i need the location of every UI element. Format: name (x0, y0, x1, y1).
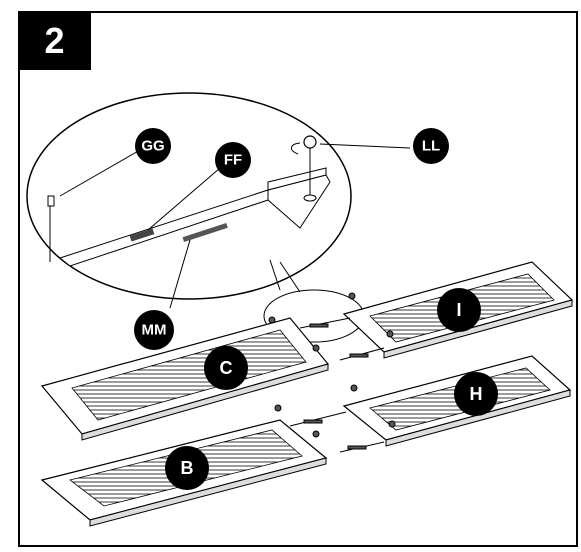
callout-c: C (204, 346, 248, 390)
callout-ll: LL (413, 128, 449, 164)
callout-ll-label: LL (422, 138, 440, 155)
callout-gg: GG (135, 128, 171, 164)
callout-c-label: C (220, 358, 233, 378)
dowel-ff (129, 228, 155, 242)
callout-h-label: H (470, 384, 483, 404)
connecting-hardware (268, 292, 396, 453)
callout-mm: MM (134, 310, 174, 350)
detail-magnifier (26, 92, 411, 343)
callout-gg-label: GG (141, 138, 164, 155)
callout-ff-label: FF (224, 152, 242, 169)
step-number-badge: 2 (18, 11, 91, 70)
callout-b: B (165, 446, 209, 490)
instruction-frame (18, 11, 578, 547)
cam-lock-ll (303, 135, 317, 149)
callout-h: H (454, 372, 498, 416)
panel-c (40, 317, 330, 441)
callout-b-label: B (181, 458, 194, 478)
callout-i: I (437, 288, 481, 332)
bolt-mm (182, 222, 228, 242)
callout-i-label: I (456, 300, 461, 320)
callout-ff: FF (215, 142, 251, 178)
callout-mm-label: MM (142, 322, 167, 339)
